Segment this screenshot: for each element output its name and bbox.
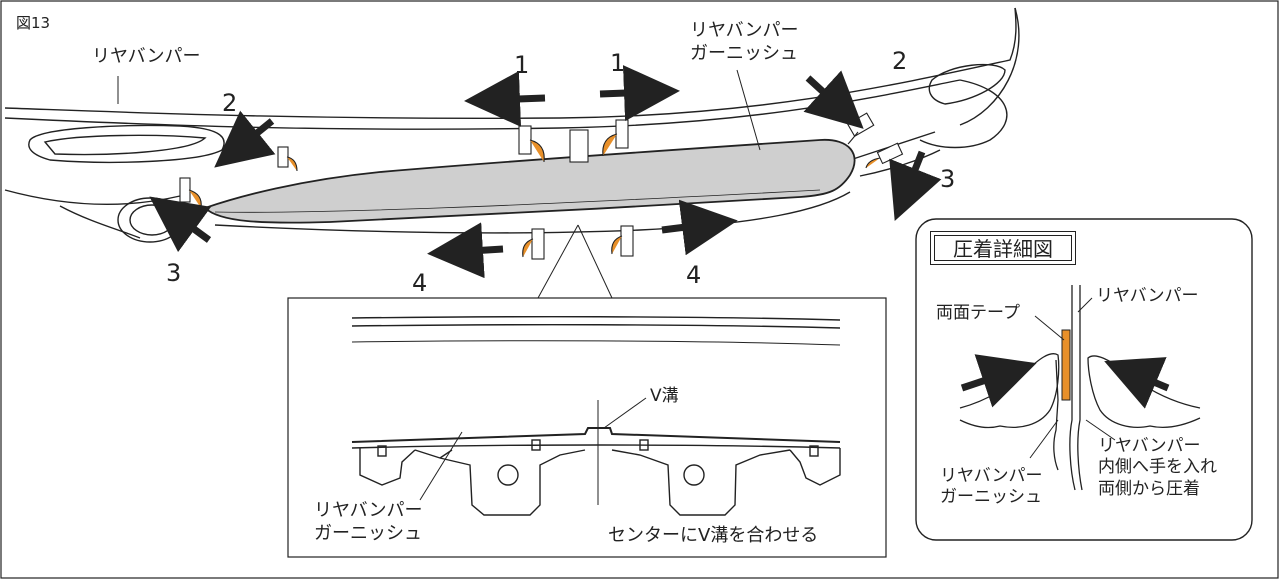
press-instruction: リヤバンパー 内側へ手を入れ 両側から圧着: [1098, 436, 1217, 499]
tape-clip: [865, 142, 904, 169]
figure-label: 図13: [16, 14, 51, 32]
step-4-left: 4: [412, 269, 428, 297]
step-3-left: 3: [166, 259, 182, 287]
press-bumper-label: リヤバンパー: [1096, 286, 1199, 306]
step-2-left: 2: [222, 89, 238, 117]
arrow-2-right: [803, 70, 864, 129]
tape-clip: [518, 125, 545, 163]
detail-drawing: [351, 315, 841, 516]
align-note: センターにV溝を合わせる: [608, 525, 819, 546]
press-tape-label: 両面テープ: [936, 303, 1020, 323]
tape-clip: [277, 146, 298, 172]
press-panel-title: 圧着詳細図: [934, 235, 1072, 261]
leader-garnish: [736, 69, 761, 151]
arrow-1-right: [599, 65, 680, 122]
press-garnish-leader: [1029, 419, 1059, 459]
tape-clip: [179, 177, 202, 209]
arrow-3-left: [149, 196, 212, 253]
step-3-right: 3: [940, 165, 956, 193]
v-groove-label: V溝: [650, 386, 679, 406]
tape-clip: [602, 119, 629, 157]
zoom-leader-right: [577, 224, 613, 299]
press-bumper-leader: [1077, 297, 1093, 313]
zoom-leader-left: [537, 224, 579, 299]
step-4-right: 4: [686, 261, 702, 289]
detail-garnish-leader: [419, 431, 463, 501]
garnish-label: リヤバンパー ガーニッシュ: [690, 20, 799, 64]
press-panel: [915, 218, 1253, 541]
direction-arrows: [149, 65, 942, 279]
step-1-left: 1: [514, 51, 530, 79]
tape-clip: [846, 112, 875, 145]
arrow-4-left: [427, 222, 504, 279]
arrow-4-right: [661, 199, 738, 256]
press-instruction-leader: [1085, 419, 1116, 441]
tape-clip: [522, 228, 545, 260]
press-arrows: [960, 354, 1170, 409]
v-groove-leader: [603, 397, 647, 429]
press-garnish-label: リヤバンパー ガーニッシュ: [940, 466, 1043, 508]
arrow-1-left: [464, 70, 546, 127]
tape-clip: [611, 225, 634, 257]
press-arrow-right: [1104, 357, 1170, 409]
arrow-2-left: [214, 110, 276, 168]
arrow-3-right: [889, 150, 942, 222]
center-mark: [569, 129, 589, 163]
bumper-label: リヤバンパー: [92, 46, 201, 67]
press-panel-title-box: 圧着詳細図: [930, 231, 1076, 265]
detail-garnish-label: リヤバンパー ガーニッシュ: [314, 500, 423, 544]
press-tape-leader: [1034, 315, 1065, 341]
press-arrow-left: [960, 354, 1037, 408]
garnish-inner-line: [214, 189, 821, 213]
step-1-right: 1: [610, 49, 626, 77]
step-2-right: 2: [892, 47, 908, 75]
